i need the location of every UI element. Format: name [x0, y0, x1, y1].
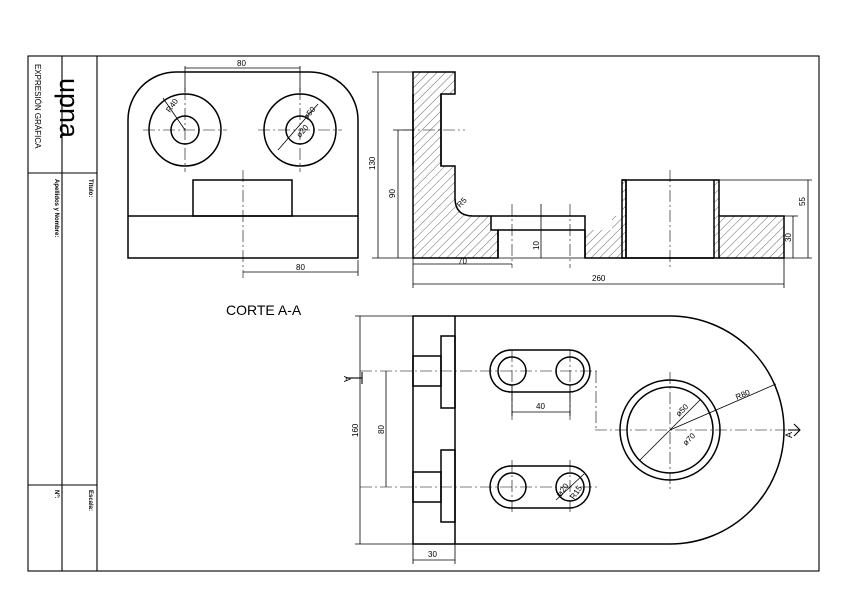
dim-side-10: 10 — [532, 241, 541, 250]
dim-front-d20: ø20 — [295, 123, 311, 140]
dim-top-r80: R80 — [734, 388, 752, 402]
title-block: upna EXPRESIÓN GRÁFICA Título: Apellidos… — [33, 64, 93, 511]
section-marker-right-letter: A — [784, 432, 794, 438]
escala-label: Escala: — [87, 490, 93, 511]
dim-front-top-80: 80 — [237, 59, 246, 68]
dim-side-130: 130 — [368, 156, 377, 170]
dim-top-160: 160 — [351, 423, 360, 437]
front-view: 80 R40 ø50 ø20 80 — [127, 59, 359, 278]
sheet-frame — [27, 55, 820, 572]
top-view: 160 80 40 ø50 ø70 R80 ø20 R15 30 — [351, 315, 790, 564]
dim-side-70: 70 — [458, 257, 467, 266]
section-marker-left: A — [342, 372, 363, 384]
section-marker-right: A — [784, 423, 801, 438]
dim-top-30: 30 — [428, 550, 437, 559]
dim-side-55: 55 — [798, 197, 807, 206]
dim-side-260: 260 — [592, 274, 606, 283]
department-label: EXPRESIÓN GRÁFICA — [33, 64, 42, 149]
apellidos-label: Apellidos y Nombre: — [53, 179, 59, 237]
dim-side-90: 90 — [388, 189, 397, 198]
dim-top-d50: ø50 — [674, 402, 691, 419]
logo-upna: upna — [54, 78, 84, 139]
dim-front-bottom-80: 80 — [296, 263, 305, 272]
section-view: 130 90 R5 10 70 260 55 30 — [368, 71, 812, 288]
dim-side-30: 30 — [784, 233, 793, 242]
num-label: Nº: — [53, 490, 59, 499]
dim-top-80: 80 — [377, 425, 386, 434]
dim-top-40: 40 — [536, 402, 545, 411]
dim-top-d70: ø70 — [681, 431, 698, 448]
section-marker-left-letter: A — [342, 376, 352, 382]
section-label: CORTE A-A — [226, 302, 302, 318]
titulo-label: Título: — [87, 179, 93, 197]
